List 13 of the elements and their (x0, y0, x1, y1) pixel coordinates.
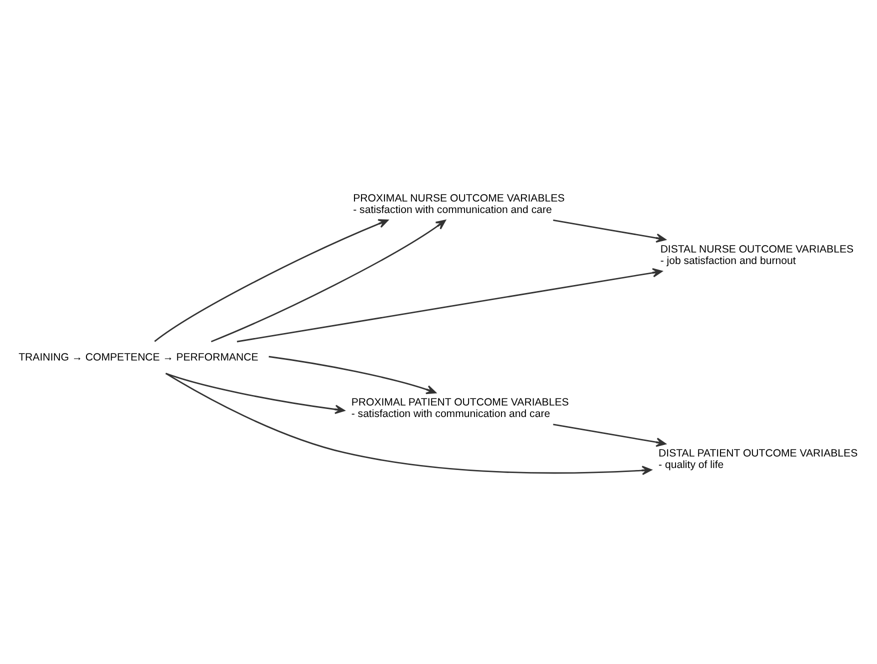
node-text: DISTAL PATIENT OUTCOME VARIABLES - quality of life (658, 448, 858, 472)
arrow (166, 372, 652, 476)
arrow (154, 219, 388, 342)
arrow (210, 220, 446, 342)
node-text: PROXIMAL PATIENT OUTCOME VARIABLES - satisfaction with communication and care (351, 396, 569, 420)
arrow (553, 424, 666, 447)
arrow (165, 372, 345, 414)
node-text: PROXIMAL NURSE OUTCOME VARIABLES - satisfaction with communication and care (353, 192, 565, 216)
node-text: DISTAL NURSE OUTCOME VARIABLES - job satisfaction and burnout (660, 243, 854, 267)
node-text: TRAINING → COMPETENCE → PERFORMANCE (18, 351, 258, 364)
arrow (553, 220, 666, 243)
arrow (268, 356, 436, 394)
arrow (236, 268, 663, 342)
